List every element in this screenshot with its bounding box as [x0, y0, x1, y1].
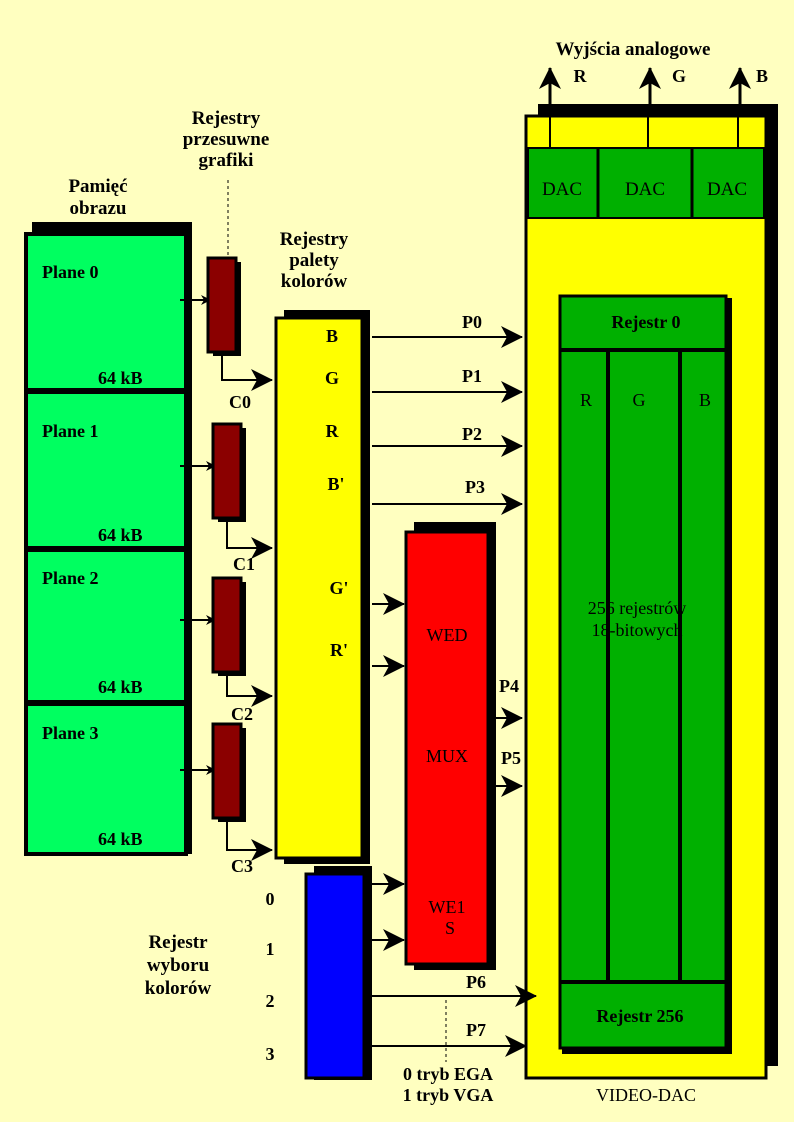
- column-r-label: R: [580, 390, 592, 410]
- register-file: [558, 294, 728, 1050]
- plane-0-name: Plane 0: [42, 262, 99, 282]
- mode-ega: 0 tryb EGA: [403, 1064, 493, 1084]
- shift-registers-title-line1: Rejestry: [192, 108, 261, 129]
- palette-bit-g-prime: G': [329, 578, 348, 598]
- palette-output-p1: P1: [462, 366, 482, 386]
- plane-2-name: Plane 2: [42, 568, 99, 588]
- shift-output-c2: C2: [231, 704, 253, 724]
- palette-bit-b: B: [326, 326, 338, 346]
- shift-output-c3: C3: [231, 856, 253, 876]
- plane-3-box: [24, 702, 188, 856]
- palette-title-line1: Rejestry: [280, 229, 349, 250]
- mux-label-mux: MUX: [426, 746, 468, 766]
- dac-label-1: DAC: [625, 179, 665, 200]
- plane-0-box: [24, 232, 188, 392]
- select-bit-1: 1: [266, 939, 275, 959]
- select-bit-0: 0: [266, 889, 275, 909]
- memory-title-line2: obrazu: [70, 198, 127, 219]
- plane-2-box: [24, 548, 188, 704]
- palette-output-p2: P2: [462, 424, 482, 444]
- palette-output-p0: P0: [462, 312, 482, 332]
- select-register: [304, 872, 366, 1080]
- plane-3-name: Plane 3: [42, 723, 99, 743]
- outputs-title: Wyjścia analogowe: [556, 39, 711, 60]
- mux-label-we1: WE1: [429, 897, 466, 917]
- shift-register-2: [211, 576, 243, 674]
- select-title-line2: wyboru: [147, 955, 210, 976]
- select-bit-3: 3: [266, 1044, 275, 1064]
- shift-output-c1: C1: [233, 554, 255, 574]
- mux-output-p4: P4: [499, 676, 519, 696]
- palette-bit-b-prime: B': [327, 474, 344, 494]
- shift-register-0: [206, 256, 238, 354]
- register-count-line1: 256 rejestrów: [588, 598, 686, 618]
- mux-label-wed: WED: [427, 625, 468, 645]
- register-0-label: Rejestr 0: [611, 312, 680, 332]
- shift-registers-title-line3: grafiki: [199, 150, 254, 171]
- column-g-label: G: [633, 390, 646, 410]
- select-title-line3: kolorów: [145, 978, 212, 999]
- select-title-line1: Rejestr: [148, 932, 208, 953]
- palette-bit-r: R: [326, 421, 340, 441]
- shift-registers-title-line2: przesuwne: [183, 129, 270, 150]
- register-count-line2: 18-bitowych: [592, 620, 683, 640]
- plane-1-name: Plane 1: [42, 421, 99, 441]
- video-dac-label: VIDEO-DAC: [596, 1085, 696, 1105]
- dac-row: [527, 147, 765, 219]
- shift-register-1: [211, 422, 243, 520]
- output-label-r: R: [574, 66, 588, 86]
- mux-label-s: S: [445, 918, 455, 938]
- output-label-g: G: [672, 66, 686, 86]
- palette-title-line3: kolorów: [281, 271, 348, 292]
- mux-block: [404, 530, 490, 966]
- palette-bit-r-prime: R': [330, 640, 348, 660]
- select-output-p7: P7: [466, 1020, 486, 1040]
- palette-output-p3: P3: [465, 477, 485, 497]
- output-label-b: B: [756, 66, 768, 86]
- select-bit-2: 2: [266, 991, 275, 1011]
- plane-1-size: 64 kB: [98, 525, 143, 545]
- mux-output-p5: P5: [501, 748, 521, 768]
- select-output-p6: P6: [466, 972, 486, 992]
- palette-registers: [274, 316, 364, 860]
- column-b-label: B: [699, 390, 711, 410]
- dac-label-2: DAC: [707, 179, 747, 200]
- mode-vga: 1 tryb VGA: [403, 1085, 494, 1105]
- dac-label-0: DAC: [542, 179, 582, 200]
- palette-bit-g: G: [325, 368, 339, 388]
- palette-title-line2: palety: [289, 250, 339, 271]
- memory-title-line1: Pamięć: [68, 176, 127, 197]
- shift-register-3: [211, 722, 243, 820]
- register-256-label: Rejestr 256: [596, 1006, 683, 1026]
- plane-0-size: 64 kB: [98, 368, 143, 388]
- shift-output-c0: C0: [229, 392, 251, 412]
- plane-2-size: 64 kB: [98, 677, 143, 697]
- plane-1-box: [24, 390, 188, 550]
- plane-3-size: 64 kB: [98, 829, 143, 849]
